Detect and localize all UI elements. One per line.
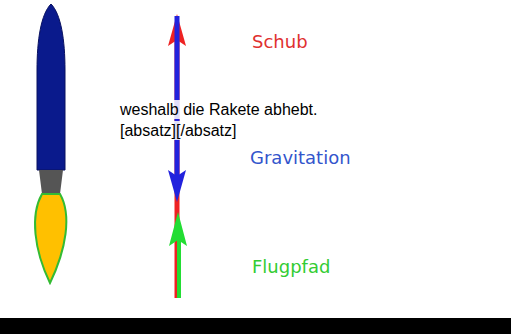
rocket-nozzle	[39, 170, 63, 194]
ground-bar	[0, 318, 511, 334]
flightpath-arrow-head	[169, 212, 187, 246]
rocket-body	[37, 4, 65, 170]
force-label: Schub	[252, 31, 308, 53]
flightpath-arrow-shaft	[177, 240, 181, 298]
rocket-flame	[35, 194, 66, 283]
gravity-arrow-head	[168, 170, 186, 202]
gravity-arrow-shaft	[175, 16, 180, 176]
force-label: Flugpfad	[252, 256, 330, 278]
force-label: Gravitation	[250, 147, 351, 169]
overlay-text: weshalb die Rakete abhebt.	[118, 100, 319, 119]
overlay-text: [absatz][/absatz]	[118, 121, 239, 140]
